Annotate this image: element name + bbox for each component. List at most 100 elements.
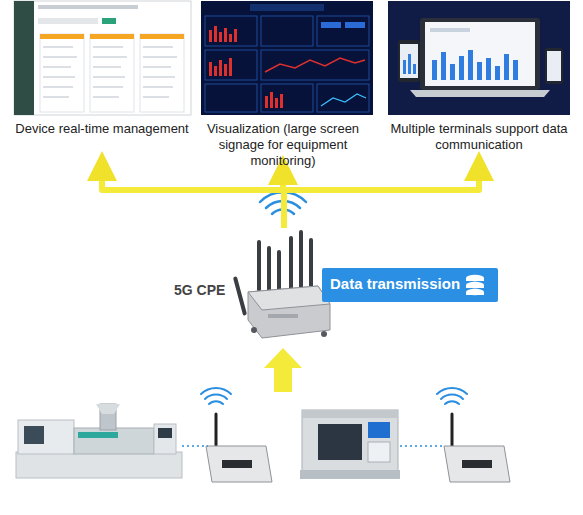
admin-screenshot	[14, 1, 34, 115]
dashboard-screenshot	[205, 16, 369, 112]
cnc-machine	[368, 422, 390, 438]
injection-machine	[24, 426, 44, 444]
dashboard-screenshot	[201, 1, 373, 115]
gateway-device	[206, 446, 272, 482]
cnc-machine	[300, 410, 400, 479]
router-device	[251, 327, 257, 333]
devices-screenshot	[425, 22, 535, 86]
gateway-device	[222, 460, 252, 468]
dashboard-screenshot	[224, 64, 227, 76]
admin-screenshot	[43, 46, 177, 98]
router-box: 5G CPE	[236, 228, 332, 344]
gateway-device	[215, 414, 218, 446]
database-icon	[466, 282, 484, 288]
admin-screenshot	[38, 18, 98, 24]
dashboard-screenshot	[317, 16, 369, 46]
admin-screenshot	[43, 46, 73, 48]
admin-screenshot	[93, 46, 123, 48]
admin-screenshot	[143, 96, 169, 98]
devices-screenshot	[513, 60, 518, 80]
dashboard-screenshot	[265, 96, 268, 108]
uplink-arrow	[264, 348, 302, 392]
devices-screenshot	[400, 44, 418, 78]
devices-screenshot	[504, 54, 509, 80]
devices-screenshot	[432, 60, 437, 80]
admin-screenshot	[90, 34, 134, 112]
router-device	[321, 331, 327, 337]
wifi-symbol	[260, 192, 306, 202]
devices-screenshot	[441, 52, 446, 80]
dashboard-screenshot	[205, 50, 257, 80]
admin-screenshot	[102, 18, 116, 24]
database-icon	[466, 292, 484, 295]
admin-screenshot	[14, 1, 191, 115]
dashboard-screenshot	[201, 1, 373, 115]
database-icon	[466, 285, 484, 288]
dotted-link	[400, 445, 444, 447]
cnc-machine	[300, 470, 400, 479]
router-device	[248, 286, 330, 310]
admin-screenshot	[43, 76, 75, 78]
dashboard-screenshot	[234, 29, 237, 42]
dashboard-screenshot	[214, 66, 217, 76]
admin-screenshot	[143, 76, 175, 78]
devices-screenshot	[410, 90, 550, 97]
router-device	[233, 230, 330, 338]
devices-screenshot	[477, 62, 482, 80]
screen-panel: Visualization (large screen signage for …	[190, 0, 376, 156]
gateway-device	[201, 388, 231, 404]
gateway-device	[437, 388, 510, 482]
admin-screenshot	[143, 46, 173, 48]
gateway-device	[201, 388, 272, 482]
admin-screenshot	[140, 34, 184, 39]
dashboard-screenshot	[261, 50, 369, 80]
router-device	[277, 250, 281, 292]
devices-screenshot	[547, 51, 561, 81]
dashboard-screenshot	[219, 60, 222, 76]
devices-screenshot	[432, 50, 518, 80]
dashboard-screenshot	[209, 62, 212, 76]
devices-screenshot	[495, 66, 500, 80]
admin-screenshot	[143, 56, 177, 58]
admin-screenshot	[93, 66, 121, 68]
gateway-device	[201, 388, 231, 394]
injection-machine	[16, 404, 182, 478]
gateway-device	[437, 388, 467, 404]
screen-panel: Device real-time management	[12, 0, 192, 152]
router-device	[267, 246, 271, 292]
dotted-link	[182, 445, 208, 447]
wifi-symbol	[266, 201, 300, 208]
gateway-device	[441, 395, 463, 399]
admin-screenshot	[38, 5, 138, 9]
injection-machine	[18, 420, 74, 454]
gateway-device	[205, 395, 227, 399]
cnc-machine	[302, 410, 398, 418]
gateway-device	[437, 388, 467, 394]
admin-screenshot	[143, 66, 171, 68]
dashboard-screenshot	[317, 84, 369, 112]
gateway-device	[451, 414, 454, 446]
admin-screenshot	[43, 96, 69, 98]
dashboard-screenshot	[321, 22, 341, 28]
screen-panel: Multiple terminals support data communic…	[386, 0, 572, 152]
devices-screenshot	[420, 18, 540, 90]
devices-screenshot	[388, 1, 570, 115]
dashboard-screenshot	[205, 84, 257, 112]
devices-screenshot	[398, 40, 420, 82]
injection-machine	[16, 452, 182, 478]
node-label: Data transmission	[330, 276, 470, 292]
dashboard-screenshot	[229, 34, 232, 42]
admin-screenshot	[93, 96, 119, 98]
uplink-connector	[283, 170, 284, 228]
injection-machine	[78, 432, 118, 438]
devices-screenshot	[459, 56, 464, 80]
dashboard-screenshot	[219, 32, 222, 42]
devices-screenshot	[413, 64, 416, 74]
admin-screenshot	[14, 1, 191, 115]
data-box: Data transmission	[322, 268, 498, 302]
devices-screenshot	[450, 64, 455, 80]
admin-screenshot	[140, 34, 184, 112]
